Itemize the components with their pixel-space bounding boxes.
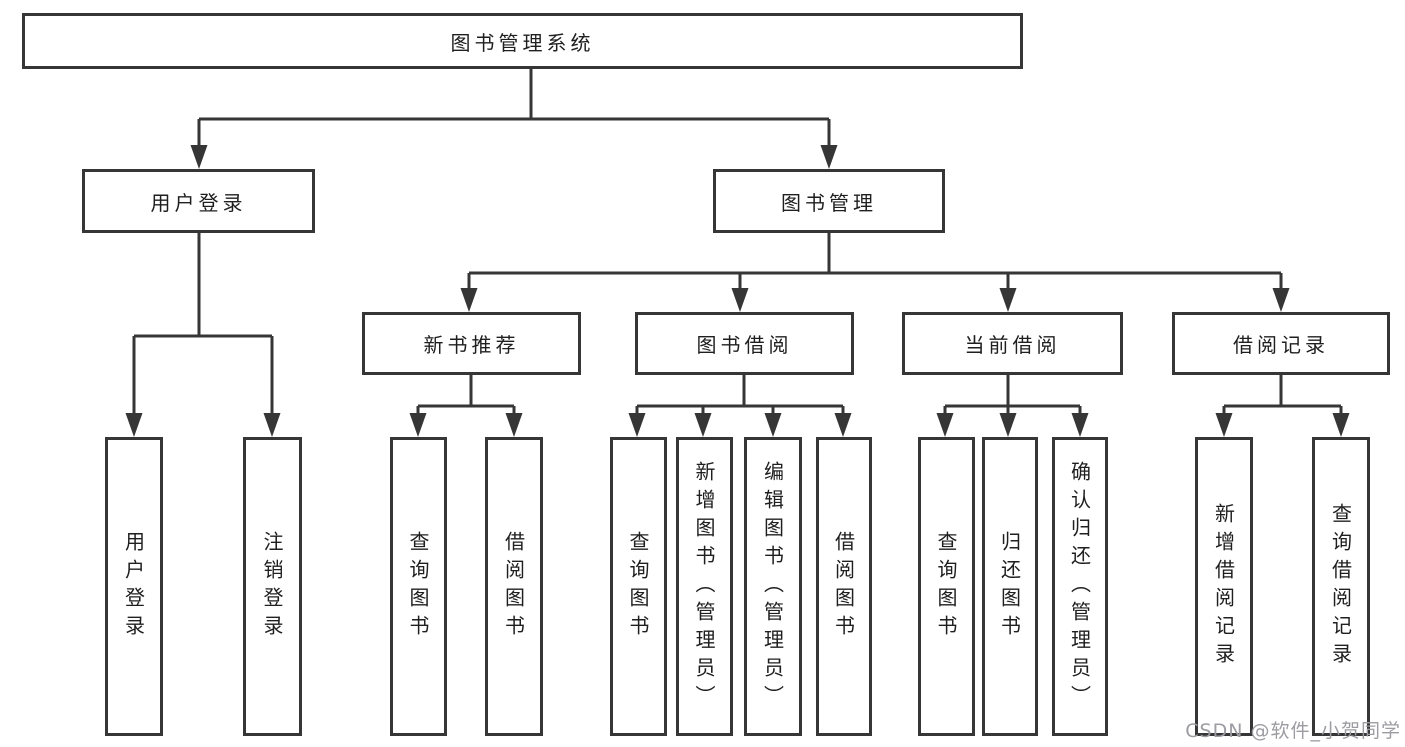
- leaf-add-book-admin: 新增图书（管理员）: [676, 437, 733, 736]
- leaf-add-borrow-record: 新增借阅记录: [1195, 437, 1253, 736]
- leaf-query-borrow-record: 查询借阅记录: [1312, 437, 1370, 736]
- leaf-query-books-recommend: 查询图书: [390, 437, 447, 736]
- node-library-system: 图书管理系统: [22, 13, 1023, 69]
- arrowhead-icon: [694, 413, 712, 437]
- connector-path: [132, 69, 1343, 416]
- arrowhead-icon: [628, 413, 646, 437]
- node-borrow-records: 借阅记录: [1172, 312, 1390, 375]
- leaf-borrow-books: 借阅图书: [816, 437, 872, 736]
- arrowhead-icon: [409, 413, 427, 437]
- arrowhead-icon: [190, 145, 208, 169]
- node-book-management: 图书管理: [713, 169, 945, 233]
- arrowhead-icon: [1332, 413, 1350, 437]
- node-current-borrow: 当前借阅: [902, 312, 1123, 375]
- arrowhead-icon: [731, 288, 749, 312]
- leaf-confirm-return-admin: 确认归还（管理员）: [1052, 437, 1108, 736]
- leaf-logout: 注销登录: [243, 437, 302, 736]
- arrowhead-icon: [1215, 413, 1233, 437]
- arrowhead-icon: [1071, 413, 1089, 437]
- arrowhead-icon: [936, 413, 954, 437]
- arrowhead-icon: [999, 413, 1017, 437]
- arrowhead-icon: [820, 145, 838, 169]
- leaf-query-books-borrow: 查询图书: [610, 437, 667, 736]
- arrowhead-icon: [460, 288, 478, 312]
- arrowhead-icon: [999, 288, 1017, 312]
- arrowhead-icon: [764, 413, 782, 437]
- csdn-watermark: CSDN @软件_小贺同学: [1185, 720, 1401, 742]
- arrowhead-icon: [263, 413, 281, 437]
- node-user-login: 用户登录: [82, 169, 315, 233]
- leaf-edit-book-admin: 编辑图书（管理员）: [744, 437, 802, 736]
- arrowhead-icon: [834, 413, 852, 437]
- node-new-book-recommend: 新书推荐: [362, 312, 581, 375]
- leaf-user-login: 用户登录: [105, 437, 163, 736]
- arrowhead-icon: [505, 413, 523, 437]
- node-book-borrow: 图书借阅: [635, 312, 854, 375]
- arrowhead-icon: [1272, 288, 1290, 312]
- leaf-query-books-current: 查询图书: [918, 437, 975, 736]
- leaf-borrow-books-recommend: 借阅图书: [485, 437, 543, 736]
- arrowhead-icon: [125, 413, 143, 437]
- leaf-return-book: 归还图书: [982, 437, 1038, 736]
